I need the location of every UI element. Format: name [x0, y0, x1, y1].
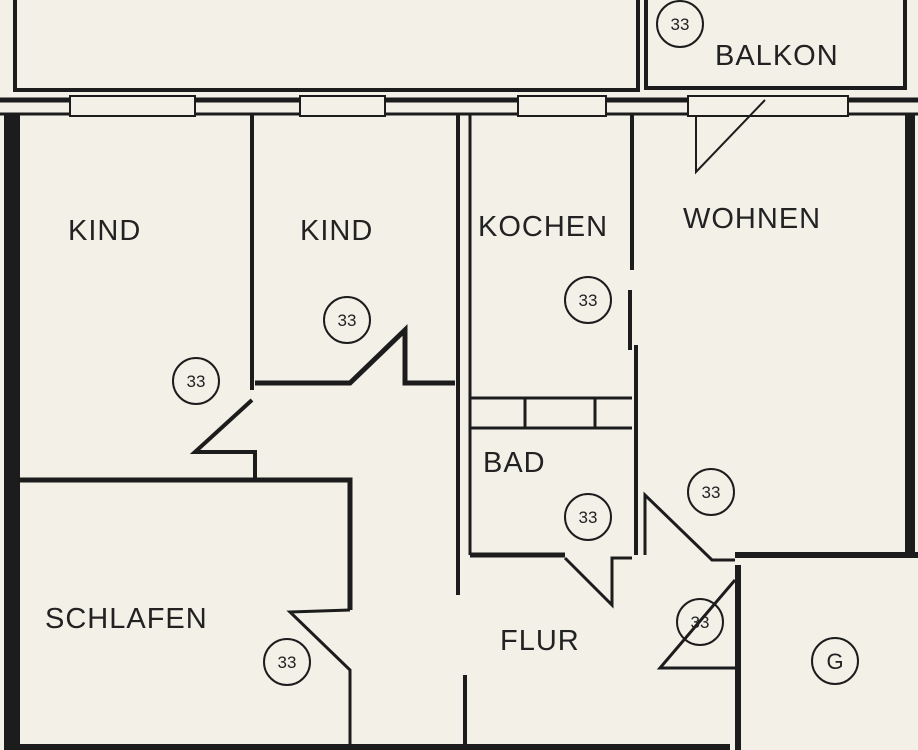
room-markers: 33 33 33 33 33 33 33 33 G [172, 0, 859, 686]
room-label-kind-1: KIND [68, 215, 141, 247]
marker-kochen: 33 [579, 291, 598, 310]
marker-schlafen: 33 [278, 653, 297, 672]
marker-bad: 33 [579, 508, 598, 527]
room-label-kochen: KOCHEN [478, 211, 608, 243]
marker-flur: 33 [691, 613, 710, 632]
room-label-schlafen: SCHLAFEN [45, 603, 208, 635]
room-label-bad: BAD [483, 447, 546, 479]
room-label-balkon: BALKON [715, 40, 839, 72]
marker-g: G [826, 649, 843, 674]
marker-wohnen: 33 [702, 483, 721, 502]
marker-kind-1: 33 [187, 372, 206, 391]
outer-walls [4, 115, 918, 750]
marker-balkon: 33 [671, 15, 690, 34]
upper-walls [0, 0, 918, 175]
interior-walls [20, 115, 737, 747]
room-label-flur: FLUR [500, 625, 580, 657]
room-label-wohnen: WOHNEN [683, 203, 821, 235]
room-label-kind-2: KIND [300, 215, 373, 247]
marker-kind-2: 33 [338, 311, 357, 330]
